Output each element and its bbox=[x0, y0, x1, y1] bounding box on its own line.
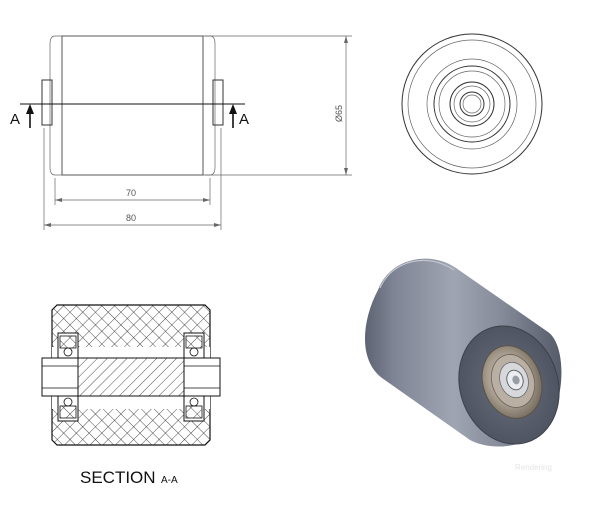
dimension-length-inner: 70 bbox=[54, 178, 211, 205]
dimension-length-outer: 80 bbox=[43, 128, 222, 230]
section-marker-left: A bbox=[10, 111, 20, 128]
section-arrow-right-icon bbox=[229, 104, 237, 128]
section-label-sub: A-A bbox=[161, 475, 178, 486]
section-view: SECTION A-A bbox=[41, 304, 221, 487]
roller-body-outline bbox=[49, 35, 216, 176]
section-label-main: SECTION bbox=[80, 468, 156, 487]
dim-length-inner-text: 70 bbox=[126, 188, 136, 198]
dim-diameter-text: Ø65 bbox=[334, 105, 344, 122]
front-view: A A 70 80 bbox=[10, 35, 352, 230]
dimension-diameter: Ø65 bbox=[205, 35, 352, 176]
side-view bbox=[401, 33, 543, 175]
section-axle bbox=[41, 357, 221, 397]
section-marker-right: A bbox=[239, 111, 249, 128]
isometric-render: Rendering bbox=[365, 258, 562, 472]
dim-length-outer-text: 80 bbox=[126, 213, 136, 223]
render-watermark: Rendering bbox=[515, 463, 552, 472]
axle-stubs bbox=[41, 79, 224, 126]
section-arrow-left-icon bbox=[26, 104, 34, 128]
section-bearing-right bbox=[185, 335, 203, 419]
section-bearing-left bbox=[59, 335, 77, 419]
